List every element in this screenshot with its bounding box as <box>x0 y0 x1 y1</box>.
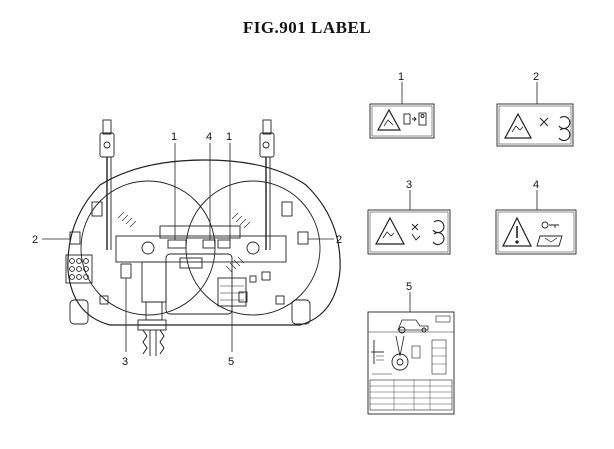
left-lift-arm <box>99 119 115 250</box>
callout-1-decal: 1 <box>398 71 404 83</box>
left-wheel <box>69 299 89 325</box>
callout-4-decal: 4 <box>533 179 539 191</box>
decal-2-right <box>297 231 309 245</box>
decal-2 <box>496 82 574 147</box>
callout-2-main-right: 2 <box>336 234 342 246</box>
decal-1 <box>369 82 435 139</box>
decal-1-on-deck <box>167 239 187 249</box>
leader-lines <box>42 143 334 352</box>
callout-5-decal: 5 <box>406 281 412 293</box>
callout-5-main: 5 <box>228 356 234 368</box>
callout-3-main: 3 <box>122 356 128 368</box>
figure-title: FIG.901 LABEL <box>242 18 372 37</box>
callout-4-main: 4 <box>206 131 212 143</box>
decal-3-on-deck <box>120 263 132 279</box>
right-wheel <box>291 299 311 325</box>
mower-deck-drawing <box>65 119 341 356</box>
right-lift-arm <box>259 119 275 250</box>
left-control-block <box>65 254 93 284</box>
hydraulic-motor <box>137 261 167 356</box>
decal-5 <box>367 292 455 415</box>
callout-2-main-left: 2 <box>32 234 38 246</box>
callout-1-main: 1 <box>171 131 177 143</box>
callout-2-decal: 2 <box>533 71 539 83</box>
center-gearbox <box>115 235 287 263</box>
decal-4 <box>495 190 577 255</box>
callout-3-decal: 3 <box>406 179 412 191</box>
decal-4-on-deck <box>202 239 216 249</box>
callout-1-main-b: 1 <box>226 131 232 143</box>
decal-3 <box>367 190 451 255</box>
left-blade-housing <box>80 180 216 316</box>
decal-2-left <box>69 231 81 245</box>
